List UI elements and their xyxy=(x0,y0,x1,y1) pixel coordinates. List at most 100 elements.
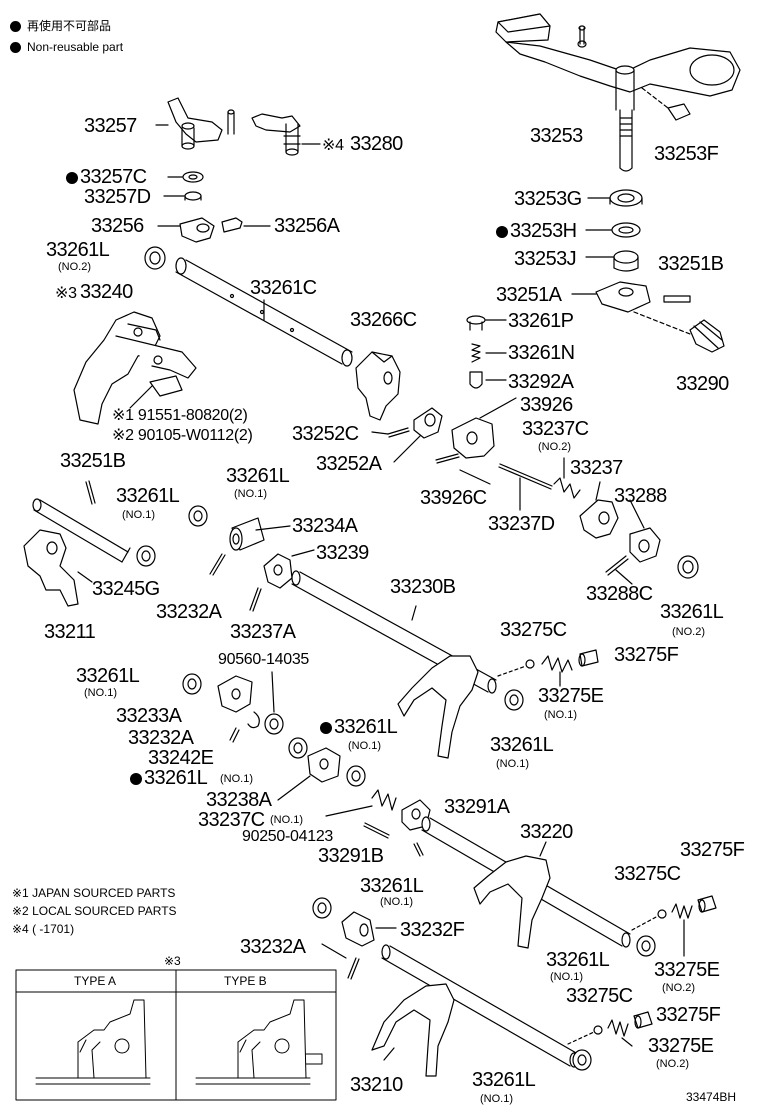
label-33275E-lower-sub: (NO.2) xyxy=(656,1058,689,1070)
label-33239: 33239 xyxy=(316,542,369,564)
detent-set-lower-drawing xyxy=(567,1011,653,1071)
label-33245G: 33245G xyxy=(92,578,160,600)
block-33926-drawing xyxy=(451,397,517,459)
label-33261L-lower-left: 33261L xyxy=(360,875,424,897)
label-33288C: 33288C xyxy=(586,583,653,605)
label-33253: 33253 xyxy=(530,125,583,147)
label-33275E-upper-sub: (NO.1) xyxy=(544,709,577,721)
detent-set-middle-drawing xyxy=(631,895,717,957)
non-reusable-dot-icon xyxy=(130,773,142,785)
label-33261L-bottom-sub: (NO.1) xyxy=(480,1093,513,1105)
label-33256: 33256 xyxy=(91,215,144,237)
label-33926C: 33926C xyxy=(420,487,487,509)
label-33288: 33288 xyxy=(614,485,667,507)
label-33261L-top: 33261L xyxy=(46,239,110,261)
parts-33237-33288-drawing xyxy=(579,481,699,585)
label-33261L-dot-left: 33261L xyxy=(130,768,208,788)
label-33234A: 33234A xyxy=(292,515,358,537)
legend-jp: 再使用不可部品 xyxy=(27,19,112,33)
shift-head-33240-drawing xyxy=(73,311,197,425)
label-33253G: 33253G xyxy=(514,188,582,210)
bush-33261L-lower-drawing xyxy=(182,671,524,787)
label-33275E-middle: 33275E xyxy=(654,959,720,981)
label-33291A: 33291A xyxy=(444,796,510,818)
label-33280-mark: ※4 xyxy=(322,137,344,154)
label-33261L-dot-right: 33261L xyxy=(320,717,398,737)
label-33266C: 33266C xyxy=(350,309,417,331)
label-33237C-lower-sub: (NO.1) xyxy=(270,814,303,826)
label-33926: 33926 xyxy=(520,394,573,416)
label-33232A-lower: 33232A xyxy=(240,936,306,958)
label-33261L-right-sub: (NO.2) xyxy=(672,626,705,638)
label-33275E-lower: 33275E xyxy=(648,1035,714,1057)
label-33237D: 33237D xyxy=(488,513,555,535)
shaft-fork-33230B-drawing xyxy=(291,570,497,759)
label-33232F: 33232F xyxy=(400,919,465,941)
label-33240-mark: ※3 xyxy=(55,285,77,302)
note-local-sourced: ※2 LOCAL SOURCED PARTS xyxy=(12,904,177,918)
label-90105: ※2 90105-W0112(2) xyxy=(112,427,253,444)
label-33261L-lower-mid-sub: (NO.1) xyxy=(550,971,583,983)
label-33237C-upper-sub: (NO.2) xyxy=(538,441,571,453)
spring-33237C-upper-drawing xyxy=(553,457,581,499)
non-reusable-dot-icon xyxy=(496,226,508,238)
label-33261L-mid-left-sub: (NO.1) xyxy=(84,687,117,699)
washers-33253-drawing xyxy=(585,189,643,272)
label-91551: ※1 91551-80820(2) xyxy=(112,407,248,424)
label-33237C-upper: 33237C xyxy=(522,418,589,440)
link-33256-drawing xyxy=(157,217,271,243)
label-33256A: 33256A xyxy=(274,215,340,237)
image-code: 33474BH xyxy=(686,1090,737,1104)
shaft-33261C-drawing xyxy=(175,257,353,367)
label-33240: 33240 xyxy=(80,281,133,303)
label-33275C-lower: 33275C xyxy=(566,985,633,1007)
label-33232A-upper: 33232A xyxy=(156,601,222,623)
label-33261L-lower-left-sub: (NO.1) xyxy=(380,896,413,908)
block-33251A-drawing xyxy=(571,281,725,353)
pin-33252C-drawing xyxy=(371,407,443,463)
label-33291B: 33291B xyxy=(318,845,384,867)
label-33261N: 33261N xyxy=(508,342,575,364)
note-serial-range: ※4 ( -1701) xyxy=(12,922,75,936)
label-33275F-middle: 33275F xyxy=(680,839,745,861)
plug-spring-ball-drawing xyxy=(466,315,507,389)
non-reusable-dot-icon xyxy=(320,722,332,734)
label-33261L-fork: 33261L xyxy=(490,734,554,756)
label-33252C: 33252C xyxy=(292,423,359,445)
label-33261C: 33261C xyxy=(250,277,317,299)
inset-marker: ※3 xyxy=(164,954,181,968)
label-33261L-lower-mid: 33261L xyxy=(546,949,610,971)
label-33251A: 33251A xyxy=(496,284,562,306)
label-33251B-right: 33251B xyxy=(658,253,724,275)
inset-type-a-label: TYPE A xyxy=(74,974,117,988)
non-reusable-dot-icon xyxy=(10,42,21,53)
label-33253J: 33253J xyxy=(514,248,577,270)
label-33232A-mid: 33232A xyxy=(128,727,194,749)
label-33275F-upper: 33275F xyxy=(614,644,679,666)
note-japan-sourced: ※1 JAPAN SOURCED PARTS xyxy=(12,886,176,900)
label-33252A: 33252A xyxy=(316,453,382,475)
label-90560: 90560-14035 xyxy=(218,651,310,668)
inset-type-box xyxy=(15,969,337,1101)
label-33237A: 33237A xyxy=(230,621,296,643)
label-33280: 33280 xyxy=(350,133,403,155)
label-33261P: 33261P xyxy=(508,310,574,332)
label-33261L-left: 33261L xyxy=(116,485,180,507)
label-33242E: 33242E xyxy=(148,747,214,769)
label-33261L-dot-left-sub: (NO.1) xyxy=(220,773,253,785)
label-33261L-top-sub: (NO.2) xyxy=(58,261,91,273)
label-33292A: 33292A xyxy=(508,371,574,393)
shift-lever-33253-drawing xyxy=(495,13,741,172)
parts-33232F-drawing xyxy=(312,897,397,980)
non-reusable-dot-icon xyxy=(66,172,78,184)
legend-en: Non-reusable part xyxy=(27,40,124,54)
label-33261L-fork-sub: (NO.1) xyxy=(496,758,529,770)
washers-33257-drawing xyxy=(163,171,204,201)
label-33261L-dot-right-sub: (NO.1) xyxy=(348,740,381,752)
label-33251B-left: 33251B xyxy=(60,450,126,472)
label-33238A: 33238A xyxy=(206,789,272,811)
bush-33261L-top-drawing xyxy=(144,246,166,270)
label-33275E-upper: 33275E xyxy=(538,685,604,707)
parts-33233A-33238A-drawing xyxy=(217,675,341,801)
